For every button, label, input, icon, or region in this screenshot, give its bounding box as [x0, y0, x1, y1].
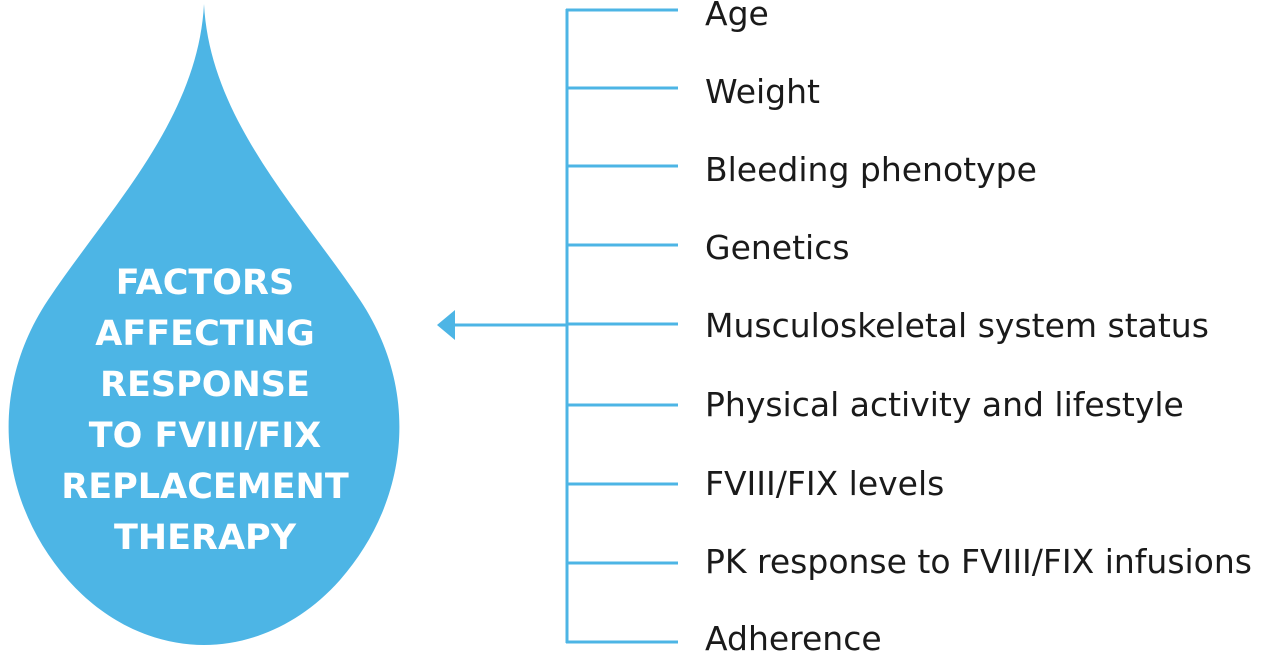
arrow-head: [437, 310, 455, 340]
factor-bleeding-phenotype: Bleeding phenotype: [705, 150, 1037, 189]
factor-adherence: Adherence: [705, 619, 882, 653]
drop-title-line: RESPONSE: [100, 365, 310, 405]
factor-musculoskeletal-system-status: Musculoskeletal system status: [705, 306, 1209, 345]
drop-title-line: AFFECTING: [95, 314, 315, 354]
factor-connectors: [566, 8, 678, 644]
factor-age: Age: [705, 0, 769, 33]
factor-fviii-fix-levels: FVIII/FIX levels: [705, 464, 945, 503]
drop-title-line: THERAPY: [113, 518, 297, 558]
water-drop-shape: [8, 4, 400, 645]
factor-genetics: Genetics: [705, 228, 850, 267]
drop-title-line: FACTORS: [115, 263, 295, 303]
factor-physical-activity-and-lifestyle: Physical activity and lifestyle: [705, 385, 1184, 424]
drop-title: FACTORS AFFECTING RESPONSE TO FVIII/FIX …: [40, 258, 370, 564]
drop-title-line: TO FVIII/FIX: [88, 416, 322, 456]
drop-title-line: REPLACEMENT: [61, 467, 349, 507]
factor-pk-response: PK response to FVIII/FIX infusions: [705, 542, 1252, 581]
factor-weight: Weight: [705, 72, 820, 111]
